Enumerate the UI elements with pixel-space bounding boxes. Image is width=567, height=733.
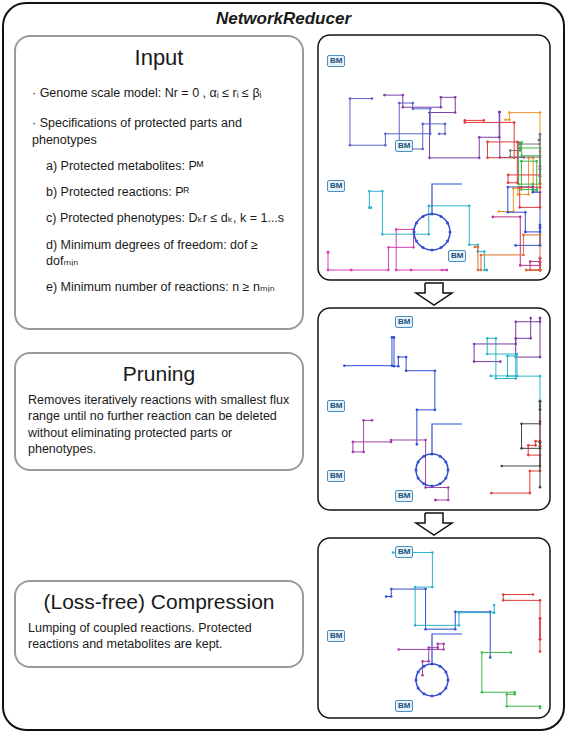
biomass-tag: BM	[395, 700, 413, 712]
tag-label: BM	[451, 251, 463, 261]
box-text: c) Protected phenotypes: Dₖr ≤ dₖ, k = 1…	[28, 210, 290, 226]
box-text: d) Minimum degrees of freedom: dof ≥ dof…	[28, 237, 290, 270]
frame-title: NetworkReducer	[4, 9, 563, 29]
flow-arrow	[416, 513, 452, 535]
box-title: Pruning	[28, 362, 290, 386]
tag-label: BM	[330, 631, 342, 641]
biomass-tag: BM	[395, 546, 413, 558]
network-panel	[318, 308, 550, 510]
biomass-tag: BM	[327, 400, 345, 412]
network-lines	[327, 94, 542, 271]
network-panel	[318, 35, 550, 280]
network-panel	[318, 538, 550, 718]
tag-label: BM	[398, 317, 410, 327]
box-title: (Loss-free) Compression	[28, 590, 290, 614]
biomass-tag: BM	[327, 55, 345, 67]
process-box: (Loss-free) CompressionLumping of couple…	[14, 580, 304, 668]
tag-label: BM	[398, 141, 410, 151]
network-lines	[343, 317, 541, 502]
box-text: · Genome scale model: Nr = 0 , αᵢ ≤ rᵢ ≤…	[28, 85, 290, 101]
box-text: a) Protected metabolites: Pᴹ	[28, 158, 290, 174]
biomass-tag: BM	[395, 140, 413, 152]
biomass-tag: BM	[327, 630, 345, 642]
biomass-tag: BM	[395, 316, 413, 328]
box-text: e) Minimum number of reactions: n ≥ nₘᵢₙ	[28, 279, 290, 295]
biomass-tag: BM	[395, 490, 413, 502]
box-text: Lumping of coupled reactions. Protected …	[28, 620, 290, 653]
biomass-tag: BM	[448, 250, 466, 262]
box-title: Input	[28, 45, 290, 71]
biomass-tag: BM	[327, 180, 345, 192]
tag-label: BM	[330, 471, 342, 481]
tag-label: BM	[330, 56, 342, 66]
box-text: · Specifications of protected parts and …	[28, 115, 290, 148]
box-text: b) Protected reactions: Pᴿ	[28, 184, 290, 200]
tag-label: BM	[330, 181, 342, 191]
tag-label: BM	[398, 491, 410, 501]
tag-label: BM	[330, 401, 342, 411]
network-lines	[385, 551, 541, 709]
process-box: PruningRemoves iteratively reactions wit…	[14, 352, 304, 471]
flow-arrow	[416, 283, 452, 305]
biomass-tag: BM	[327, 470, 345, 482]
tag-label: BM	[398, 547, 410, 557]
box-text: Removes iteratively reactions with small…	[28, 392, 290, 457]
tag-label: BM	[398, 701, 410, 711]
process-box: Input · Genome scale model: Nr = 0 , αᵢ ≤…	[14, 35, 304, 330]
